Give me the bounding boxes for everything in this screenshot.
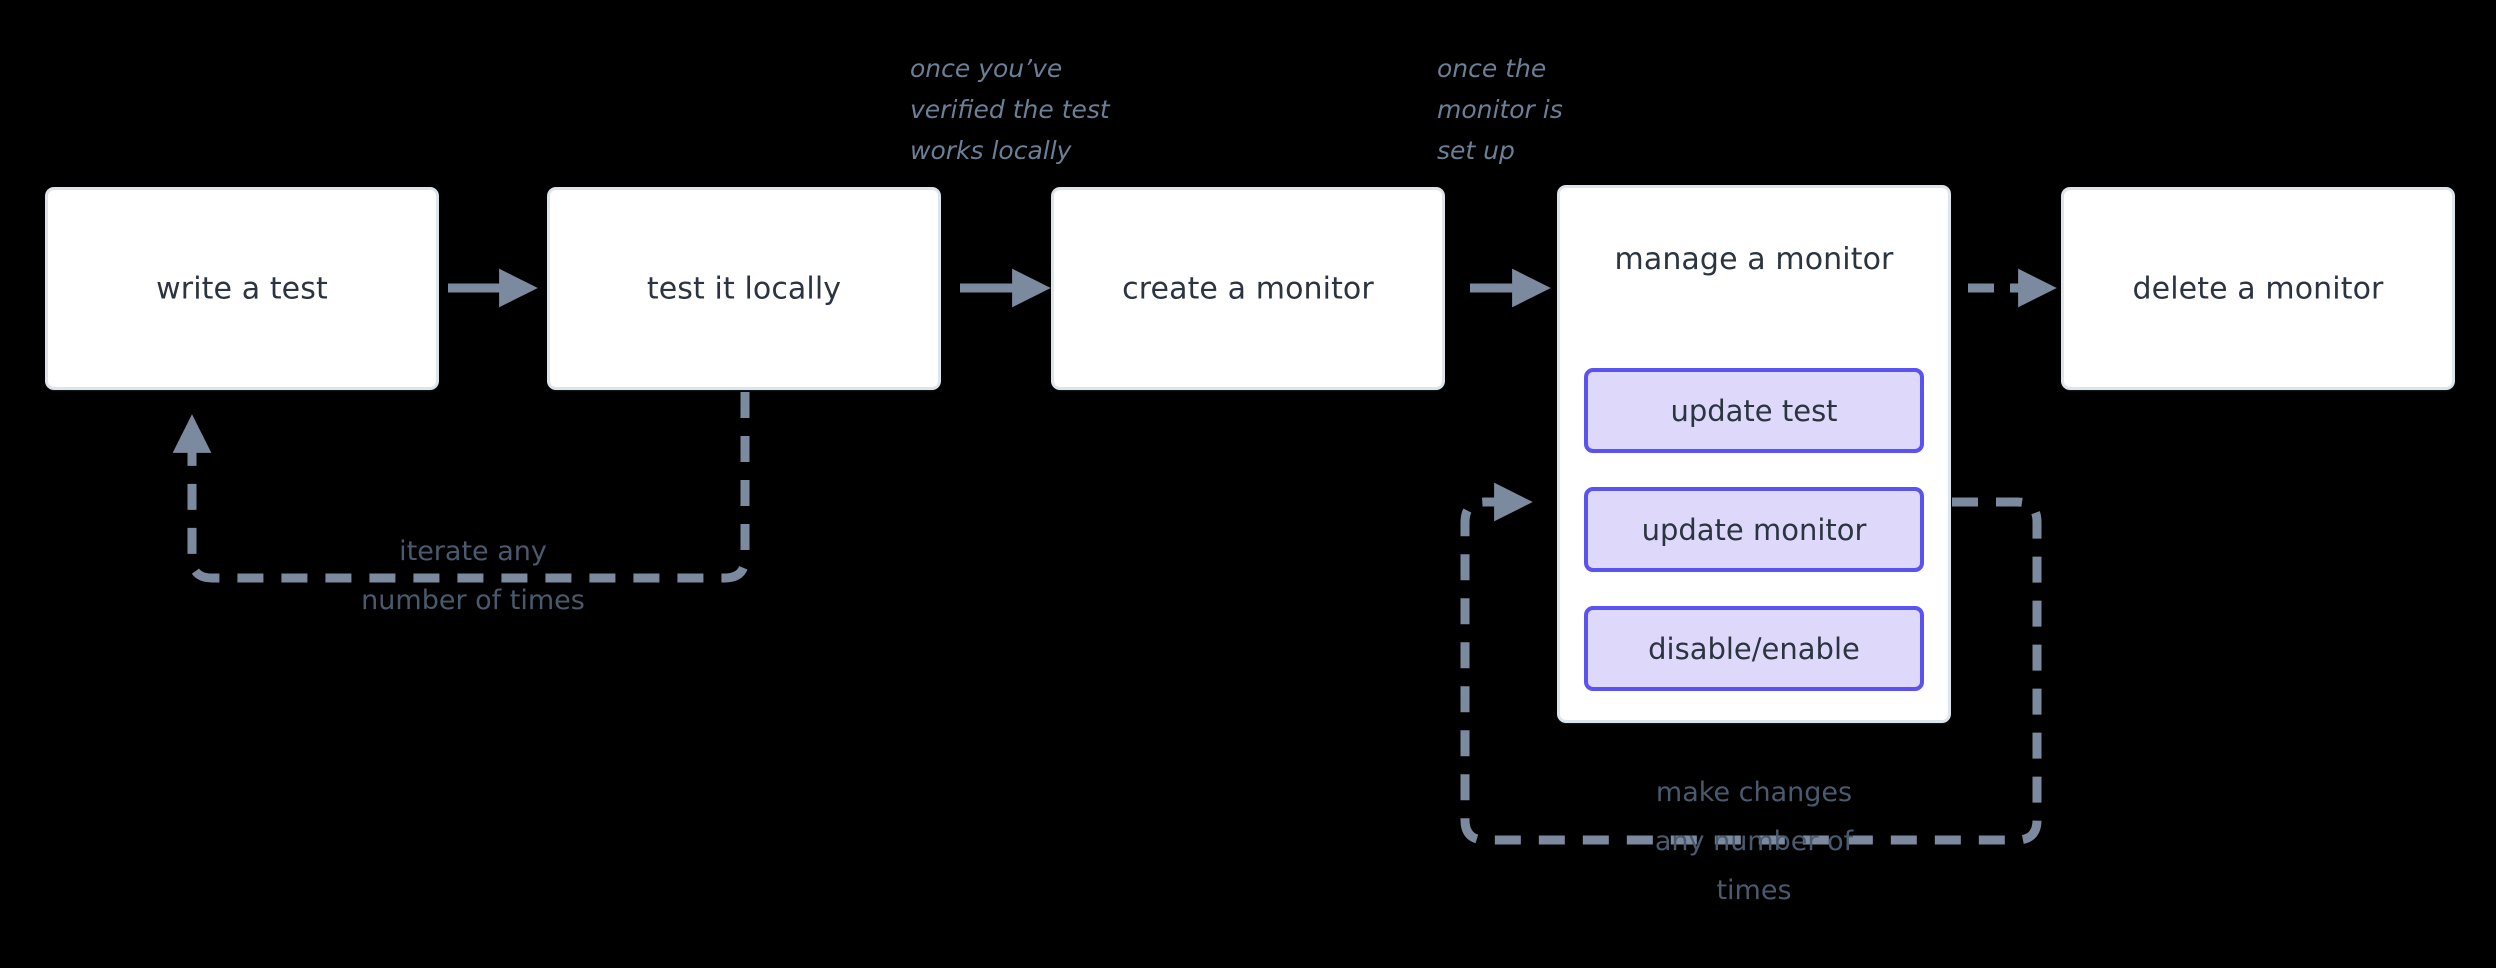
loop-test-to-write bbox=[172, 392, 750, 583]
node-test-it-locally[interactable]: test it locally bbox=[550, 190, 938, 387]
sub-node-label: update monitor bbox=[1641, 512, 1867, 547]
sub-node-label: update test bbox=[1670, 393, 1838, 428]
node-label: test it locally bbox=[646, 271, 842, 306]
sub-node-label: disable/enable bbox=[1648, 631, 1860, 666]
node-label: delete a monitor bbox=[2132, 271, 2384, 306]
node-create-a-monitor[interactable]: create a monitor bbox=[1054, 190, 1442, 387]
sub-node-update-monitor[interactable]: update monitor bbox=[1584, 487, 1924, 572]
make-changes-loop-caption: make changes any number of times bbox=[1654, 777, 1854, 906]
node-label: write a test bbox=[156, 271, 328, 306]
node-delete-a-monitor[interactable]: delete a monitor bbox=[2064, 190, 2452, 387]
node-label: create a monitor bbox=[1122, 271, 1374, 306]
loop-manage-to-manage bbox=[1460, 482, 2042, 845]
node-manage-a-monitor[interactable]: manage a monitor update test update moni… bbox=[1560, 188, 1948, 720]
sub-node-disable-enable[interactable]: disable/enable bbox=[1584, 606, 1924, 691]
note-verified: once you’ve verified the test works loca… bbox=[910, 54, 1110, 165]
iterate-loop-caption: iterate any number of times bbox=[361, 536, 585, 616]
sub-node-update-test[interactable]: update test bbox=[1584, 368, 1924, 453]
note-monitor-set-up: once the monitor is set up bbox=[1437, 54, 1563, 165]
node-write-a-test[interactable]: write a test bbox=[48, 190, 436, 387]
node-label: manage a monitor bbox=[1614, 242, 1894, 277]
